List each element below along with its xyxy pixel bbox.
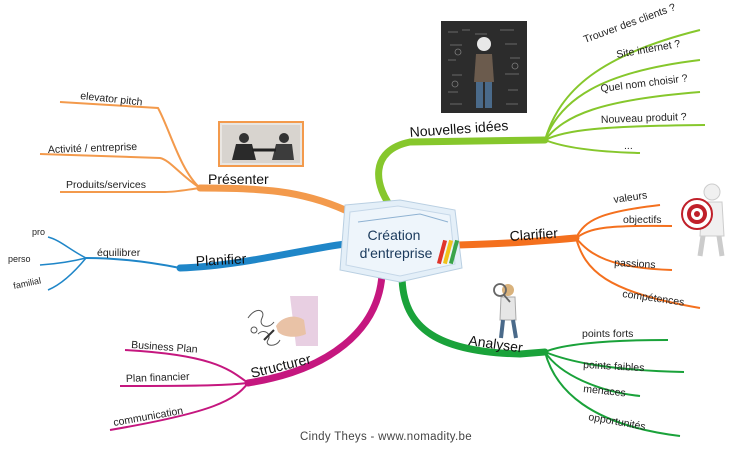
analyser-item-faibles: points faibles (583, 359, 645, 374)
writing-hand-icon (247, 296, 318, 346)
folder-icon (339, 199, 463, 283)
center-title-line2: d'entreprise (360, 245, 433, 261)
analyser-item-forts: points forts (582, 328, 633, 340)
structurer-item-financier: Plan financier (126, 371, 191, 385)
structurer-item-communication: communication (112, 405, 184, 429)
thinking-man-board-icon (441, 21, 527, 113)
nouvelles-item-nom: Quel nom choisir ? (600, 72, 689, 95)
presenter-item-activite: Activité / entreprise (48, 141, 138, 156)
planifier-item-equilibrer: équilibrer (97, 247, 141, 259)
planifier-sub-pro: pro (32, 227, 45, 237)
handshake-photo-icon (218, 121, 304, 167)
center-title-line1: Création (368, 227, 421, 243)
clarifier-item-passions: passions (614, 257, 656, 271)
credit-text: Cindy Theys - www.nomadity.be (300, 431, 472, 443)
clarifier-item-competences: compétences (622, 288, 686, 309)
presenter-item-produits: Produits/services (66, 179, 146, 191)
analyser-item-menaces: menaces (583, 383, 627, 399)
planifier-sub-familial: familial (12, 275, 41, 291)
branch-planifier: Planifier équilibrer pro perso familial (8, 227, 349, 291)
branch-structurer: Structurer Business Plan Plan financier … (109, 271, 386, 431)
branch-nouvelles-label: Nouvelles idées (409, 117, 509, 140)
nouvelles-item-ellipsis: ... (624, 140, 633, 152)
nouvelles-item-produit: Nouveau produit ? (601, 111, 687, 126)
branch-planifier-label: Planifier (195, 250, 247, 269)
branch-presenter: Présenter elevator pitch Activité / entr… (39, 90, 349, 214)
branch-analyser-label: Analyser (468, 332, 525, 355)
branch-presenter-label: Présenter (208, 171, 269, 187)
analyser-item-opportunites: opportunités (587, 411, 646, 433)
magnifier-figure-icon (493, 283, 518, 339)
nouvelles-item-clients: Trouver des clients ? (582, 1, 677, 46)
structurer-item-business: Business Plan (131, 339, 198, 356)
clarifier-item-objectifs: objectifs (623, 214, 662, 226)
branch-nouvelles: Nouvelles idées Trouver des clients ? Si… (375, 1, 706, 216)
clarifier-item-valeurs: valeurs (613, 189, 648, 206)
planifier-sub-perso: perso (8, 254, 31, 264)
center-node: Création d'entreprise (339, 199, 463, 283)
branch-clarifier-label: Clarifier (509, 225, 559, 244)
nouvelles-item-site: Site internet ? (615, 38, 681, 61)
target-figure-icon (681, 183, 725, 257)
